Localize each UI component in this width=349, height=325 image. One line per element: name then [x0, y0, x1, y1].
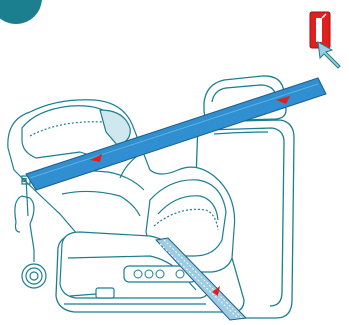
step-badge: [0, 0, 42, 24]
step-badge-circle: [0, 0, 42, 24]
support-leg-hook-tip: [16, 222, 21, 232]
panel-button-3-circle[interactable]: [156, 270, 164, 278]
support-leg-hook: [15, 196, 34, 224]
panel-button-1[interactable]: [134, 270, 142, 278]
panel-button-2-circle[interactable]: [145, 270, 153, 278]
panel-button-1-circle[interactable]: [134, 270, 142, 278]
support-leg-wire: [30, 224, 34, 262]
panel-button-4[interactable]: [176, 270, 184, 278]
panel-button-2[interactable]: [145, 270, 153, 278]
support-leg-coil-mid: [26, 268, 42, 284]
isofix-connector-icon: [96, 288, 114, 298]
belt-clip-slot: [316, 18, 322, 42]
control-panel-buttons: [134, 270, 184, 278]
support-leg-coil-inner: [30, 272, 38, 280]
panel-button-3[interactable]: [156, 270, 164, 278]
panel-button-4-circle[interactable]: [176, 270, 184, 278]
